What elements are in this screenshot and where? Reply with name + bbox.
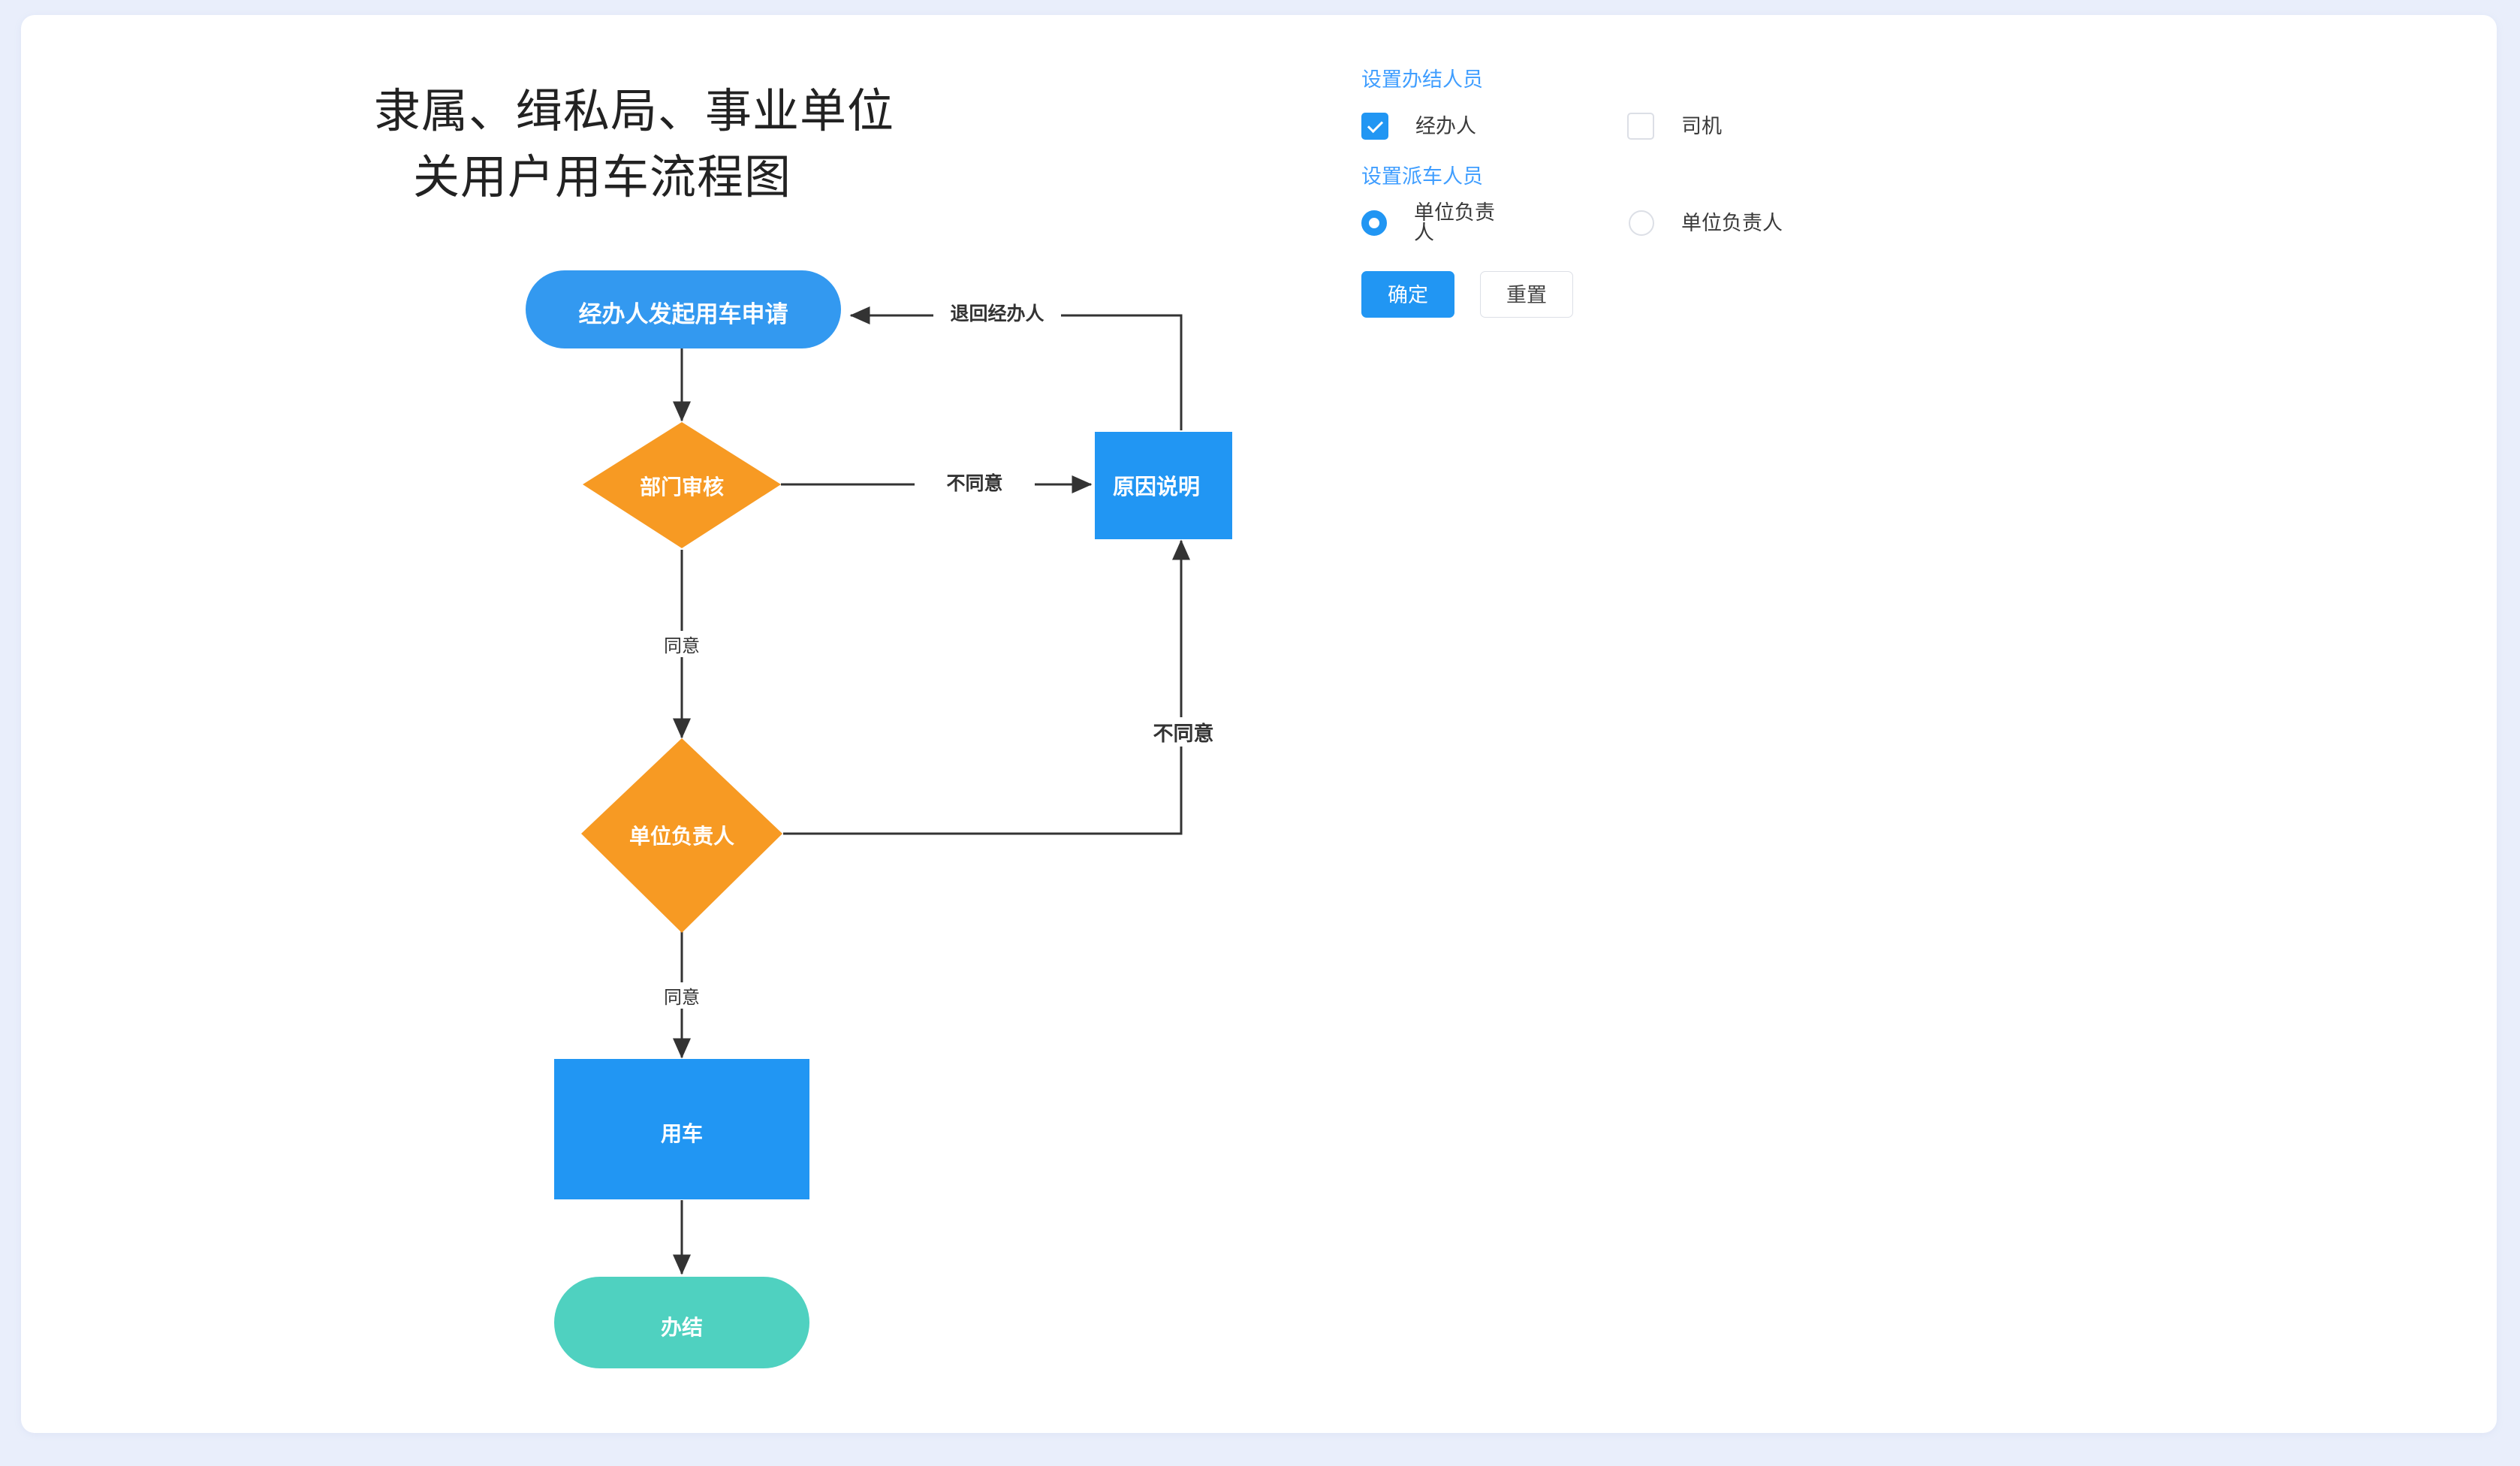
checkbox-option-driver[interactable]: 司机 (1627, 113, 1722, 140)
checkbox-driver-box[interactable] (1627, 113, 1654, 140)
settings-form: 设置办结人员 经办人 司机 设置派车人员 单位负责人 (1361, 56, 2413, 318)
edge-label-return-to-applicant: 退回经办人 (933, 299, 1061, 326)
flowchart-title: 隶属、缉私局、事业单位关用户用车流程图 (374, 79, 1050, 211)
node-leader[interactable] (581, 738, 782, 933)
submit-button[interactable]: 确定 (1361, 271, 1454, 318)
option-row-completion-staff: 经办人 司机 (1361, 105, 2413, 147)
node-done[interactable] (554, 1277, 809, 1368)
node-dept-review[interactable] (583, 422, 781, 548)
edge-label-leader-agree: 同意 (625, 982, 738, 1009)
edge-label-dept-disagree: 不同意 (915, 469, 1035, 496)
flowchart-canvas (526, 270, 1232, 1368)
edge-label-dept-agree: 同意 (625, 631, 738, 657)
edge-label-leader-disagree: 不同意 (1123, 717, 1243, 747)
option-row-dispatch-staff: 单位负责人 单位负责人 (1361, 202, 2413, 244)
field-group-completion-staff: 设置办结人员 经办人 司机 (1361, 56, 2413, 147)
node-start[interactable] (526, 270, 841, 348)
node-reason[interactable] (1095, 432, 1232, 539)
checkbox-driver-label: 司机 (1681, 114, 1722, 137)
flowchart-title-line1: 隶属、缉私局、事业单位 (374, 86, 895, 137)
flowchart-title-line2: 关用户用车流程图 (413, 152, 792, 204)
checkbox-option-handler[interactable]: 经办人 (1361, 113, 1497, 140)
main-card: 隶属、缉私局、事业单位关用户用车流程图 (21, 15, 2497, 1433)
radio-unit-leader-1-label: 单位负责人 (1414, 201, 1495, 244)
radio-option-unit-leader-1[interactable]: 单位负责人 (1361, 203, 1497, 243)
edge-leader-to-reason (783, 539, 1190, 835)
checkbox-handler-label: 经办人 (1415, 114, 1476, 137)
radio-option-unit-leader-2[interactable]: 单位负责人 (1629, 210, 1783, 236)
reset-button[interactable]: 重置 (1480, 271, 1573, 318)
flowchart-panel: 隶属、缉私局、事业单位关用户用车流程图 (21, 15, 1343, 1433)
field-group-dispatch-staff: 设置派车人员 单位负责人 单位负责人 (1361, 153, 2413, 244)
checkbox-handler-box[interactable] (1361, 113, 1388, 140)
radio-unit-leader-2-circle[interactable] (1629, 210, 1654, 236)
edge-reason-to-start (849, 306, 1183, 430)
form-actions: 确定 重置 (1361, 271, 2413, 318)
radio-unit-leader-1-circle[interactable] (1361, 210, 1387, 236)
group-title-dispatch-staff: 设置派车人员 (1361, 165, 1483, 188)
node-use-car[interactable] (554, 1059, 809, 1199)
radio-unit-leader-2-label: 单位负责人 (1681, 211, 1783, 234)
group-title-completion-staff: 设置办结人员 (1361, 68, 1483, 91)
